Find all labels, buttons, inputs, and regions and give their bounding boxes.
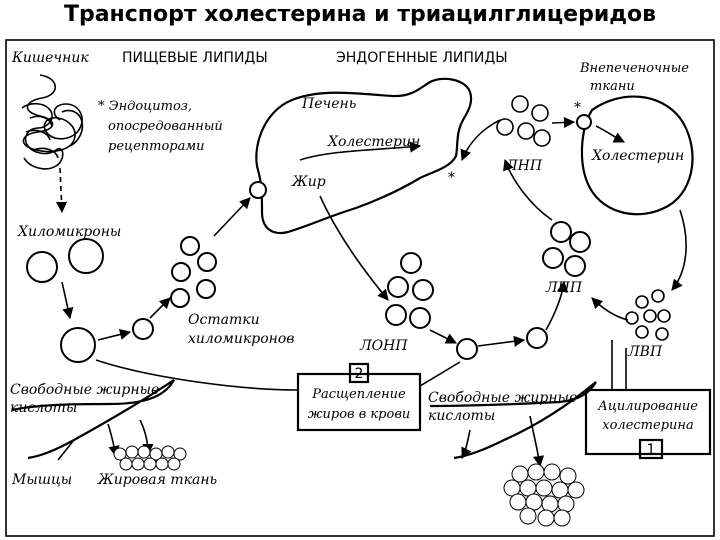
box-acylation-number <box>638 438 664 460</box>
right-adipose-cells <box>503 463 585 527</box>
box-lipolysis-number-text: 2 <box>355 366 364 382</box>
label-idl: ЛПП <box>545 280 583 296</box>
label-endocytosis-line1: * Эндоцитоз, <box>98 99 192 114</box>
label-liver-cholesterol: Холестерин <box>327 134 420 150</box>
chylomicron-small-particle <box>132 318 154 340</box>
extrahepatic-cell-outline <box>580 95 694 216</box>
label-free-fatty-acids-right-line1: Свободные жирные <box>428 390 577 406</box>
label-dietary-lipids: ПИЩЕВЫЕ ЛИПИДЫ <box>122 50 268 66</box>
label-free-fatty-acids-left-line1: Свободные жирные <box>10 382 159 398</box>
idl-particle <box>526 327 548 349</box>
label-endocytosis-line3: рецепторами <box>108 139 205 154</box>
vldl-cluster <box>385 252 434 329</box>
label-hdl: ЛВП <box>627 344 663 360</box>
chylomicron-particle <box>68 238 104 274</box>
receptor-particle <box>576 114 592 130</box>
right-fatty-acid-shape <box>429 381 597 460</box>
label-remnants-line2: хиломикронов <box>188 331 294 347</box>
box-lipolysis <box>296 372 422 432</box>
adipose-tissue-cells <box>113 445 187 471</box>
label-liver: Печень <box>301 96 356 112</box>
box-lipolysis-line2: жиров в крови <box>308 407 411 422</box>
label-endocytosis-line2: опосредованный <box>108 119 223 134</box>
label-adipose-tissue: Жировая ткань <box>97 472 217 488</box>
label-fat: Жир <box>291 174 326 190</box>
intestine-to-chylomicron-arrow <box>55 167 68 214</box>
label-extrahepatic-line1: Внепеченочные <box>579 61 689 76</box>
chylomicron-large-particle <box>60 327 96 363</box>
muscle-tissue-shape <box>11 379 175 460</box>
label-free-fatty-acids-left-line2: кислоты <box>10 400 77 416</box>
box-acylation-number-text: 1 <box>647 442 656 458</box>
ldl-cluster <box>496 95 551 147</box>
chylomicron-remnants-cluster <box>170 236 217 308</box>
chylomicron-particle <box>26 251 58 283</box>
idl-cluster <box>542 221 591 277</box>
page-title: Транспорт холестерина и триацилглицеридо… <box>63 2 657 27</box>
diagram-frame <box>5 39 715 537</box>
label-asterisk-liver: * <box>448 170 455 186</box>
label-chylomicrons: Хиломикроны <box>17 224 121 240</box>
label-tissue-cholesterol: Холестерин <box>591 148 684 164</box>
liver-cholesterol-arrow <box>299 141 422 161</box>
box-acylation-line1: Ацилирование <box>597 399 698 414</box>
box-acylation <box>584 388 712 456</box>
label-intestine: Кишечник <box>11 50 89 66</box>
label-asterisk-tissue: * <box>574 100 581 116</box>
label-extrahepatic-line2: ткани <box>590 79 635 94</box>
hdl-cluster <box>625 289 671 341</box>
box-lipolysis-line1: Расщепление <box>311 387 406 402</box>
liver-entry-particle <box>249 181 267 199</box>
vldl-particle <box>456 338 478 360</box>
label-endogenous-lipids: ЭНДОГЕННЫЕ ЛИПИДЫ <box>336 50 508 66</box>
liver-outline <box>255 77 473 235</box>
label-ldl: ЛНП <box>505 158 543 174</box>
label-vldl: ЛОНП <box>359 338 408 354</box>
label-remnants-line1: Остатки <box>188 312 260 328</box>
label-free-fatty-acids-right-line2: кислоты <box>428 408 495 424</box>
box-lipolysis-number <box>348 362 370 384</box>
box-acylation-line2: холестерина <box>602 418 693 433</box>
label-muscles: Мышцы <box>11 472 72 488</box>
intestine-drawing <box>21 74 84 170</box>
